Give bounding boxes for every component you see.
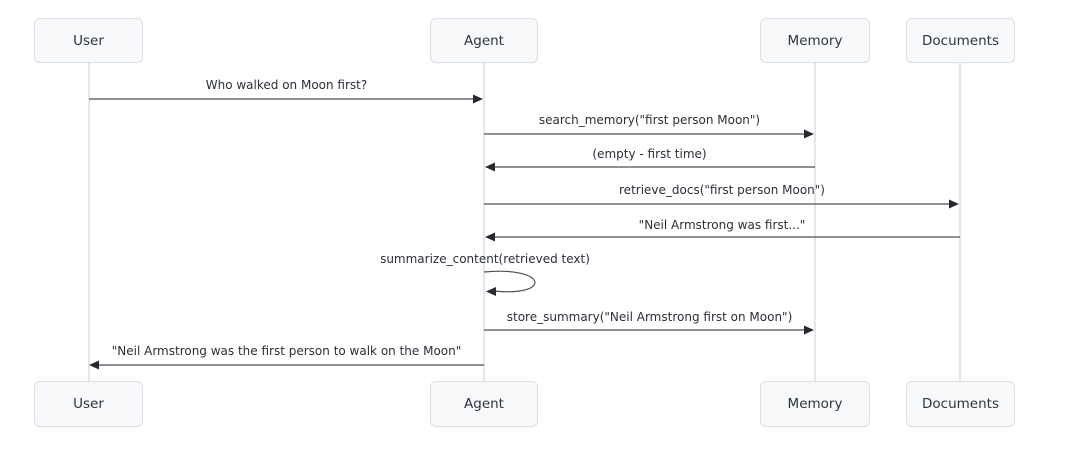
actor-user-top: User (34, 18, 143, 63)
arrowhead-left-icon (89, 360, 99, 370)
arrowhead-right-icon (804, 129, 814, 139)
arrowhead-right-icon (949, 199, 959, 209)
message-label-docs-response: "Neil Armstrong was first..." (638, 218, 806, 232)
message-label-empty-first-time: (empty - first time) (592, 147, 707, 161)
arrowhead-left-icon (486, 287, 496, 296)
actor-label: User (73, 32, 104, 49)
actor-label: Documents (922, 396, 999, 412)
arrowhead-right-icon (804, 325, 814, 335)
actor-memory-top: Memory (760, 18, 870, 63)
actor-agent-top: Agent (430, 18, 538, 63)
message-label-store-summary: store_summary("Neil Armstrong first on M… (506, 310, 793, 324)
message-label-retrieve-docs: retrieve_docs("first person Moon") (619, 183, 825, 197)
message-label-final-answer: "Neil Armstrong was the first person to … (111, 344, 462, 358)
actor-label: Documents (922, 32, 999, 49)
arrowhead-right-icon (473, 94, 483, 104)
actor-label: Memory (787, 396, 843, 412)
actor-label: Agent (464, 396, 504, 412)
actor-label: Memory (787, 32, 843, 49)
message-label-search-memory: search_memory("first person Moon") (538, 113, 761, 127)
actor-documents-top: Documents (906, 18, 1015, 63)
arrowhead-left-icon (485, 162, 495, 172)
actor-label: User (73, 396, 104, 412)
self-loop-arrow (483, 270, 536, 293)
actor-memory-bottom: Memory (760, 381, 870, 427)
actor-agent-bottom: Agent (430, 381, 538, 427)
message-label-user-question: Who walked on Moon first? (205, 78, 368, 92)
actor-documents-bottom: Documents (906, 381, 1015, 427)
message-label-summarize-content: summarize_content(retrieved text) (380, 252, 590, 266)
arrowhead-left-icon (485, 232, 495, 242)
actor-label: Agent (464, 32, 504, 49)
actor-user-bottom: User (34, 381, 143, 427)
